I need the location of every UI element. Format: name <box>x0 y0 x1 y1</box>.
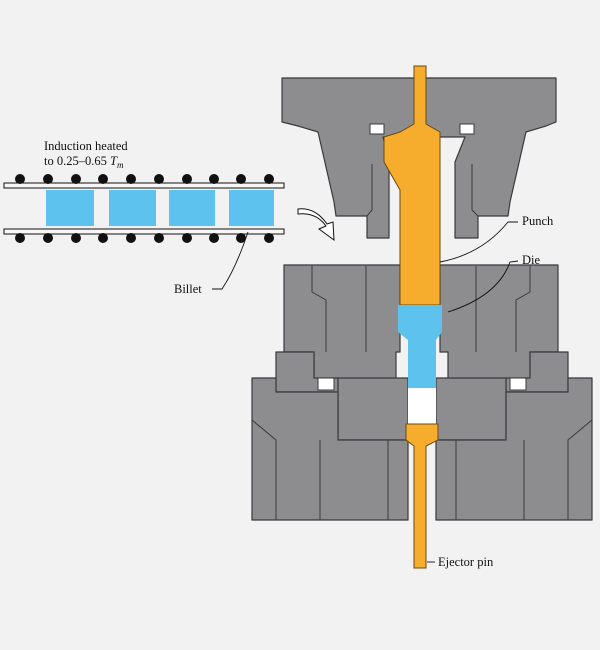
punch-leader <box>439 221 518 263</box>
roller <box>126 233 136 243</box>
roller <box>98 174 108 184</box>
die-leader <box>447 260 519 313</box>
induction-heater <box>3 174 285 243</box>
forged-billet <box>398 305 442 388</box>
billet-piece <box>46 190 94 226</box>
induction-rollers <box>15 174 274 243</box>
roller <box>264 174 274 184</box>
induction-label-line2: to 0.25–0.65 Tm <box>44 154 124 170</box>
billet-leader <box>212 231 249 290</box>
billet-piece <box>109 190 156 226</box>
ejector-pin <box>405 423 439 569</box>
billet-piece <box>229 190 274 226</box>
punch-label: Punch <box>522 214 554 228</box>
roller <box>182 233 192 243</box>
roller <box>236 233 246 243</box>
lower-die-base-right <box>435 377 593 521</box>
holder-gap-right <box>459 123 475 135</box>
upper-tool-holder <box>281 77 557 239</box>
roller <box>15 233 25 243</box>
roller <box>209 174 219 184</box>
roller <box>264 233 274 243</box>
roller <box>98 233 108 243</box>
billet-label: Billet <box>174 282 202 296</box>
roller <box>43 233 53 243</box>
ejector-pin-label: Ejector pin <box>438 555 494 569</box>
induction-label-line1: Induction heated <box>44 139 128 153</box>
billet-row <box>46 190 274 226</box>
die-insert-right <box>435 377 507 441</box>
billet-piece <box>169 190 215 226</box>
shoulder-gap-right <box>509 377 527 391</box>
holder-gap-left <box>369 123 385 135</box>
die-insert-left <box>337 377 409 441</box>
shoulder-gap-left <box>317 377 335 391</box>
roller <box>71 233 81 243</box>
roller <box>236 174 246 184</box>
roller <box>209 233 219 243</box>
curved-arrow-icon <box>297 208 335 242</box>
die-label: Die <box>522 253 541 267</box>
roller <box>154 174 164 184</box>
roller <box>182 174 192 184</box>
guide-rails <box>3 182 285 235</box>
die-cavity-clearance <box>408 388 436 424</box>
roller <box>43 174 53 184</box>
lower-die-base <box>251 377 409 521</box>
forging-press <box>251 65 593 569</box>
roller <box>154 233 164 243</box>
roller <box>71 174 81 184</box>
roller <box>15 174 25 184</box>
roller <box>126 174 136 184</box>
